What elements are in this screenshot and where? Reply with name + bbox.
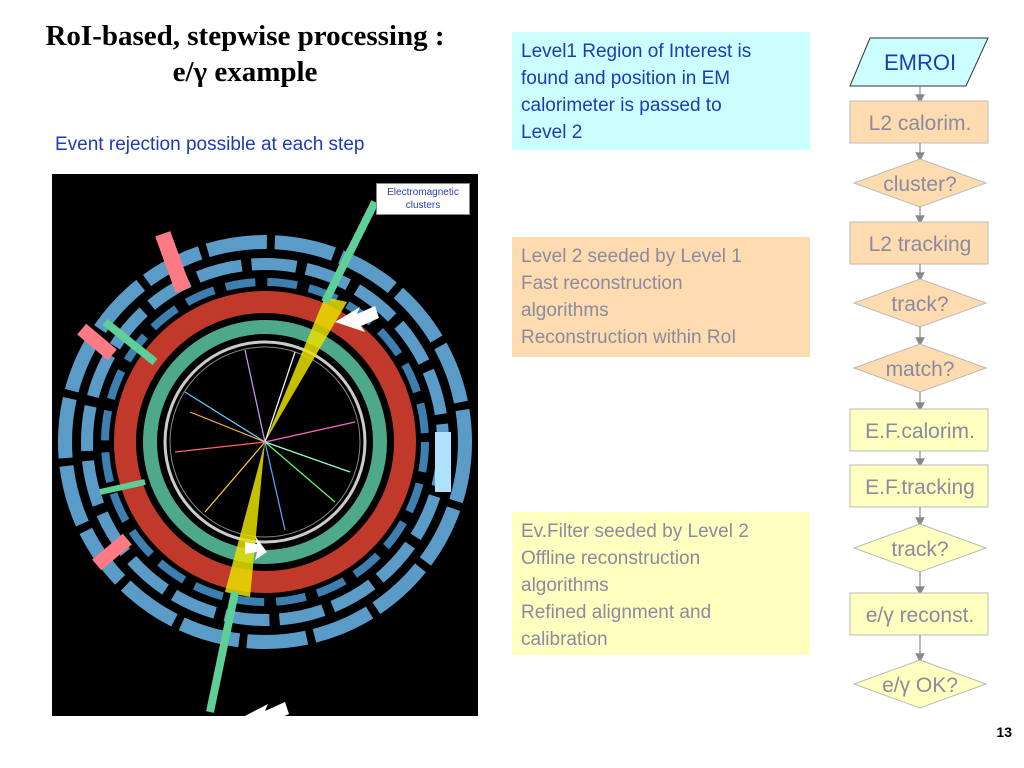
info1-line-3: calorimeter is passed to bbox=[521, 95, 722, 116]
muon-ring-inner bbox=[101, 278, 429, 606]
info1-line-1: Level1 Region of Interest is bbox=[521, 41, 752, 62]
flow-label-1: cluster? bbox=[883, 173, 957, 196]
flow-node-8 bbox=[849, 592, 989, 636]
info1-line-4: Level 2 bbox=[521, 122, 583, 143]
info3-line-4: Refined alignment and bbox=[521, 602, 712, 623]
arrow-upper bbox=[335, 306, 379, 332]
info3-line-3: algorithms bbox=[521, 575, 609, 596]
em-cluster-stick-lower bbox=[206, 591, 239, 713]
event-display bbox=[52, 174, 478, 716]
inner-detector bbox=[163, 340, 367, 544]
info-box-event-filter: Ev.Filter seeded by Level 2 Offline reco… bbox=[512, 512, 810, 655]
info-box-level1: Level1 Region of Interest is found and p… bbox=[512, 32, 810, 150]
info2-line-1: Level 2 seeded by Level 1 bbox=[521, 246, 742, 267]
flow-label-6: E.F.tracking bbox=[865, 476, 975, 499]
info2-line-2: Fast reconstruction bbox=[521, 273, 683, 294]
flow-label-7: track? bbox=[891, 538, 948, 561]
flow-node-6 bbox=[849, 464, 989, 508]
hadronic-calorimeter bbox=[114, 291, 416, 593]
flow-label-9: e/γ OK? bbox=[882, 674, 958, 697]
page-number: 13 bbox=[996, 724, 1012, 740]
flow-label-2: L2 tracking bbox=[869, 233, 972, 256]
subtitle: Event rejection possible at each step bbox=[55, 134, 365, 155]
roi-wedge-lower bbox=[225, 442, 265, 597]
emroi-node bbox=[849, 37, 989, 87]
em-cluster-stick-upper bbox=[321, 200, 379, 304]
flow-label-5: E.F.calorim. bbox=[865, 420, 975, 443]
info1-line-2: found and position in EM bbox=[521, 68, 731, 89]
emroi-label: EMROI bbox=[884, 50, 956, 75]
flow-node-9 bbox=[852, 659, 988, 709]
info2-line-3: algorithms bbox=[521, 300, 609, 321]
flow-node-5 bbox=[849, 408, 989, 452]
info3-line-2: Offline reconstruction bbox=[521, 548, 701, 569]
muon-ring-outer bbox=[58, 235, 472, 649]
roi-wedge-upper bbox=[265, 297, 347, 442]
flowchart: EMROI L2 calorim. cluster? L2 tracking trac… bbox=[849, 37, 989, 709]
arrow-lower bbox=[244, 702, 289, 716]
info2-line-4: Reconstruction within RoI bbox=[521, 327, 737, 348]
info-box-level2: Level 2 seeded by Level 1 Fast reconstru… bbox=[512, 237, 810, 357]
flow-label-8: e/γ reconst. bbox=[866, 604, 975, 627]
em-clusters-label: Electromagnetic clusters bbox=[376, 183, 470, 215]
tracks bbox=[174, 349, 356, 531]
flow-label-3: track? bbox=[891, 293, 948, 316]
em-calorimeter bbox=[143, 320, 387, 564]
slide-title: RoI-based, stepwise processing : e/γ exa… bbox=[0, 18, 490, 90]
title-line-1: RoI-based, stepwise processing : bbox=[45, 20, 445, 52]
flow-label-0: L2 calorim. bbox=[869, 112, 972, 135]
flow-node-0 bbox=[849, 100, 989, 144]
flow-label-4: match? bbox=[886, 358, 955, 381]
info3-line-5: calibration bbox=[521, 629, 608, 650]
title-line-2: e/γ example bbox=[172, 56, 318, 88]
info3-line-1: Ev.Filter seeded by Level 2 bbox=[521, 521, 749, 542]
detector-graphic bbox=[58, 200, 472, 716]
flow-node-2 bbox=[849, 221, 989, 265]
